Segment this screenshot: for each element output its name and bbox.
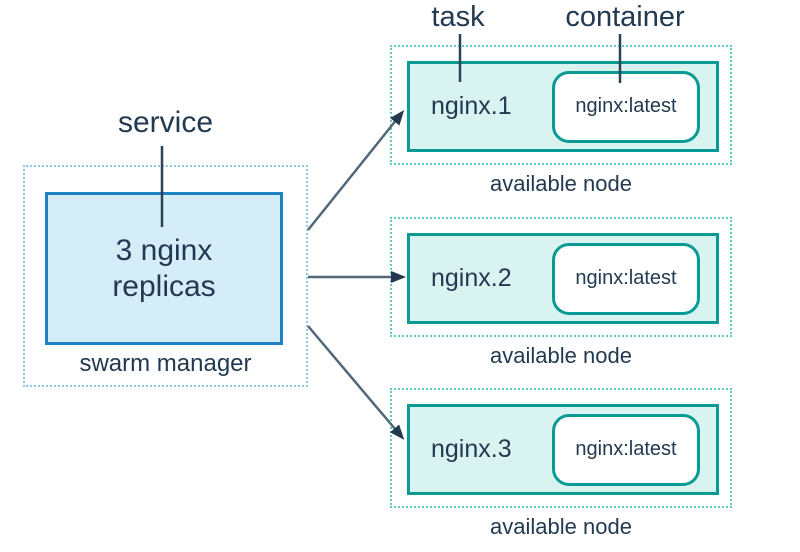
container-image-3: nginx:latest bbox=[575, 438, 677, 460]
container-box-3: nginx:latest bbox=[552, 413, 700, 486]
container-image-1: nginx:latest bbox=[575, 95, 677, 117]
task-box-2: nginx.2 nginx:latest bbox=[407, 233, 719, 324]
container-box-1: nginx:latest bbox=[552, 70, 700, 143]
task-box-3: nginx.3 nginx:latest bbox=[407, 404, 719, 495]
available-node-caption-1: available node bbox=[490, 171, 632, 196]
container-box-2: nginx:latest bbox=[552, 242, 700, 315]
task-box-1: nginx.1 nginx:latest bbox=[407, 61, 719, 152]
node-group-2: nginx.2 nginx:latest available node bbox=[390, 217, 732, 369]
node-group-3: nginx.3 nginx:latest available node bbox=[390, 388, 732, 540]
node-2-boundary: nginx.2 nginx:latest bbox=[390, 217, 732, 337]
task-name-3: nginx.3 bbox=[431, 435, 512, 463]
task-name-1: nginx.1 bbox=[431, 92, 512, 120]
swarm-manager-caption: swarm manager bbox=[79, 350, 252, 377]
arrow-to-node-1 bbox=[307, 110, 405, 231]
available-node-caption-3: available node bbox=[490, 514, 632, 539]
service-box: 3 nginx replicas bbox=[45, 192, 283, 345]
service-box-label: 3 nginx replicas bbox=[112, 233, 216, 303]
node-group-1: nginx.1 nginx:latest available node bbox=[390, 45, 732, 197]
arrow-to-node-3 bbox=[307, 325, 405, 440]
node-1-boundary: nginx.1 nginx:latest bbox=[390, 45, 732, 165]
node-3-boundary: nginx.3 nginx:latest bbox=[390, 388, 732, 508]
task-name-2: nginx.2 bbox=[431, 264, 512, 292]
available-node-caption-2: available node bbox=[490, 343, 632, 368]
container-image-2: nginx:latest bbox=[575, 267, 677, 289]
service-label: service bbox=[117, 106, 214, 139]
task-label: task bbox=[431, 1, 485, 33]
swarm-manager-boundary: 3 nginx replicas swarm manager bbox=[23, 165, 308, 387]
container-label: container bbox=[565, 1, 685, 33]
